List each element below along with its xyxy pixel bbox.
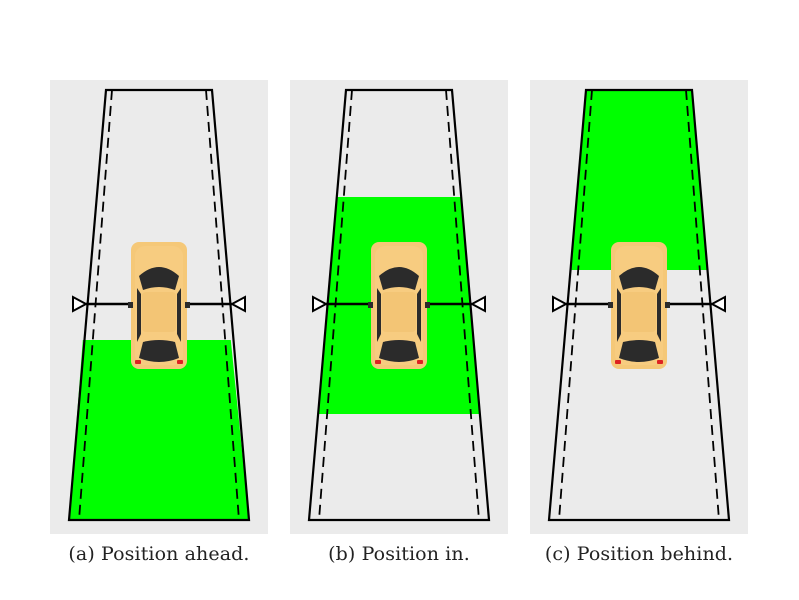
road-outline: [307, 88, 491, 522]
triangle-marker-icon: [709, 295, 726, 313]
triangle-marker-icon: [552, 295, 569, 313]
triangle-marker-icon: [469, 295, 486, 313]
road-diagram-behind: [530, 80, 748, 534]
caption-position-in: (b) Position in.: [328, 543, 470, 565]
highlight-region: [570, 90, 708, 270]
car-top-view-icon: [128, 242, 190, 369]
triangle-marker-icon: [229, 295, 246, 313]
road-diagram-ahead: [50, 80, 268, 534]
triangle-marker-icon: [312, 295, 329, 313]
road-diagram-in: [290, 80, 508, 534]
car-top-view-icon: [608, 242, 670, 369]
caption-position-behind: (c) Position behind.: [544, 543, 734, 565]
panel-position-behind: [530, 80, 748, 534]
car-top-view-icon: [368, 242, 430, 369]
road-outline: [547, 88, 731, 522]
panel-position-in: [290, 80, 508, 534]
road-outline: [67, 88, 251, 522]
caption-position-ahead: (a) Position ahead.: [68, 543, 250, 565]
panel-position-ahead: [50, 80, 268, 534]
triangle-marker-icon: [72, 295, 89, 313]
highlight-region: [69, 340, 249, 520]
